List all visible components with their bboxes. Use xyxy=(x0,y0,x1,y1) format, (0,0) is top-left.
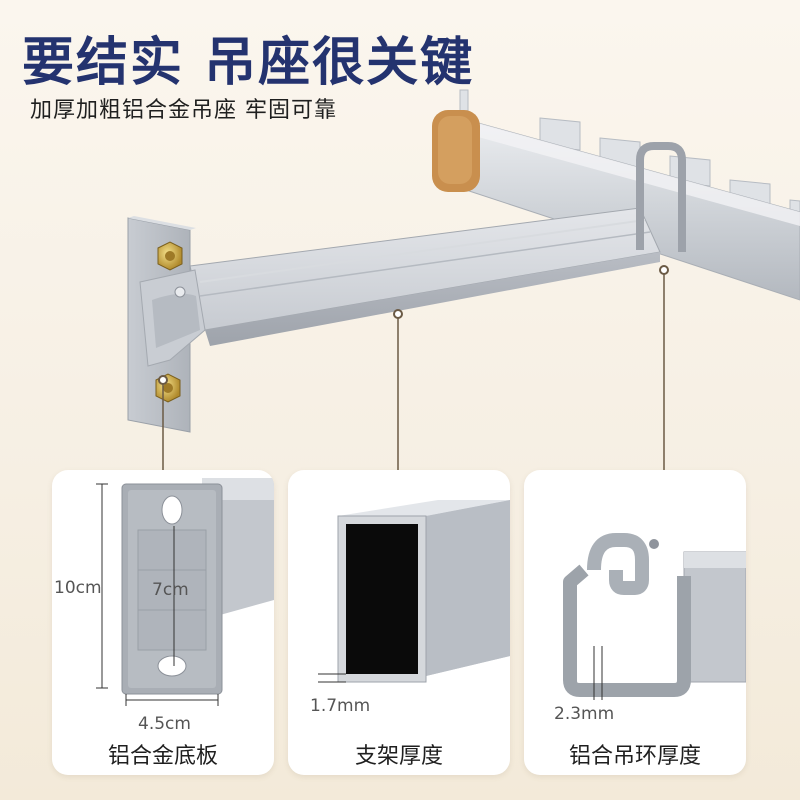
dim-height: 10cm xyxy=(54,578,102,598)
card-ring-thickness: 2.3mm 铝合吊环厚度 xyxy=(524,470,746,775)
dim-width: 4.5cm xyxy=(138,714,191,734)
headline: 要结实 吊座很关键 xyxy=(22,33,475,93)
dim-arm-thickness: 1.7mm xyxy=(310,696,371,716)
bolt-top xyxy=(157,241,183,271)
dim-inner: 7cm xyxy=(152,580,189,600)
card-arm-thickness: 1.7mm 支架厚度 xyxy=(288,470,510,775)
subline: 加厚加粗铝合金吊座 牢固可靠 xyxy=(30,98,337,123)
bracket-illustration xyxy=(127,89,800,470)
dim-ring-thickness: 2.3mm xyxy=(554,704,615,724)
card-base-plate: 10cm 7cm 4.5cm 铝合金底板 xyxy=(52,470,274,775)
hanger-ring xyxy=(636,142,686,252)
callout-dots xyxy=(158,265,669,385)
card-label-ring-thickness: 铝合吊环厚度 xyxy=(568,744,701,769)
card-label-base-plate: 铝合金底板 xyxy=(107,744,218,769)
card-label-arm-thickness: 支架厚度 xyxy=(354,744,443,769)
callout-lines xyxy=(162,270,665,470)
end-cap xyxy=(432,110,480,192)
